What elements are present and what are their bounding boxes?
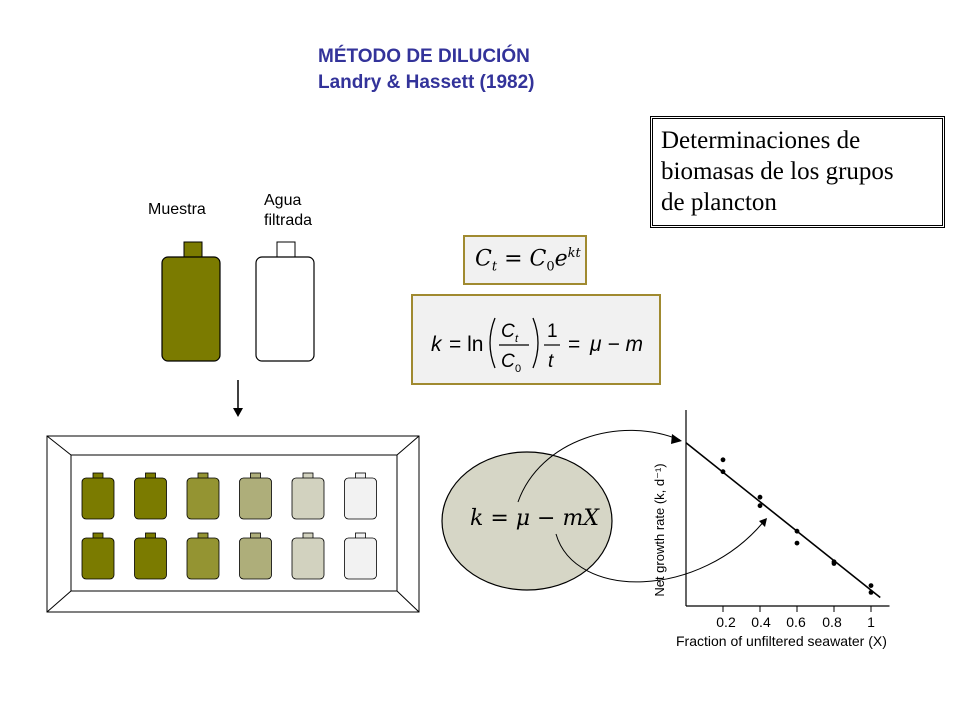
tray-bottle-icon [239,532,272,580]
tray-bottle-icon [239,472,272,520]
tray-bottle-icon [344,532,377,580]
filtered-water-label: Agua filtrada [264,191,312,231]
rate-equation-box: k = ln C t C 0 1 t = μ − m [411,294,661,385]
svg-text:0: 0 [515,363,521,375]
arrow-head-icon [671,434,682,444]
fit-line [685,442,881,599]
note-line-3: de plancton [661,189,777,216]
filtered-water-bottle-icon [255,241,315,362]
title-method: MÉTODO DE DILUCIÓN [318,46,530,67]
tray-bottle-icon [186,472,220,520]
svg-text:C: C [501,321,515,342]
sample-bottle-icon [161,241,221,362]
tray-bottle-icon [134,532,167,580]
data-point [720,457,726,463]
down-arrow-icon [233,380,243,417]
dilution-tray [46,435,420,613]
svg-text:k: k [431,333,443,356]
sample-label: Muestra [148,201,206,218]
svg-text:= ln: = ln [449,333,483,356]
x-tick-label: 1 [867,614,875,630]
tray-bottle-icon [291,472,325,520]
data-point [868,590,874,595]
filtered-label-line-1: Agua [264,192,302,209]
tray-bottle-icon [291,532,325,580]
tray-bottle-icon [344,472,377,520]
linear-model-circle [441,451,613,591]
data-point [720,469,726,475]
chart-y-axis-label: Net growth rate (k, d⁻¹) [652,463,667,597]
chart-x-axis-label: Fraction of unfiltered seawater (X) [676,633,887,649]
note-line-2: biomasas de los grupos [661,158,894,185]
data-point [794,528,800,534]
biomass-note-box: Determinaciones de biomasas de los grupo… [650,116,945,228]
data-point [757,503,763,509]
linear-equation: k = μ − mX [470,506,599,531]
tray-bottle-icon [134,472,167,520]
tray-bottle-icon [81,472,115,520]
data-point [868,583,874,588]
note-line-1: Determinaciones de [661,127,861,154]
data-point [831,561,837,566]
x-tick-label: 0.6 [786,614,806,630]
svg-text:t: t [515,333,519,345]
curved-arrows [517,429,767,583]
rate-equation: k = ln C t C 0 1 t = μ − m [431,317,643,375]
svg-text:t: t [548,351,554,372]
data-point [757,494,763,500]
filtered-label-line-2: filtrada [264,212,313,229]
svg-text:=: = [568,333,580,356]
x-tick-label: 0.4 [751,614,771,630]
svg-text:μ − m: μ − m [589,333,643,356]
growth-rate-chart [685,410,890,612]
tray-bottle-icon [81,532,115,580]
data-point [794,540,800,546]
x-tick-label: 0.2 [716,614,736,630]
tray-bottle-icon [186,532,220,580]
exponential-equation-box: Ct = C0ekt [463,235,587,285]
page-title: MÉTODO DE DILUCIÓN Landry & Hassett (198… [318,44,534,96]
x-tick-label: 0.8 [822,614,842,630]
title-reference: Landry & Hassett (1982) [318,72,535,93]
arrow-head-icon [759,518,767,527]
svg-text:C: C [501,351,515,372]
exponential-equation: Ct = C0ekt [475,246,581,275]
svg-text:1: 1 [547,321,558,342]
